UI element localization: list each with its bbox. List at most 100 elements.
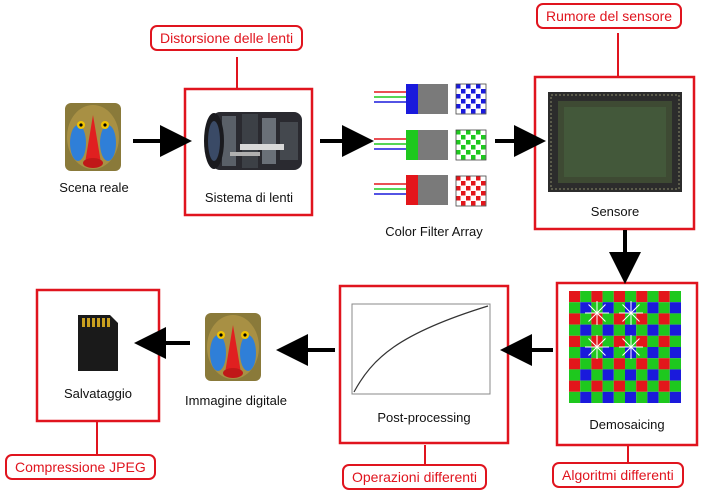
bayer-cell xyxy=(647,291,659,303)
bayer-cell xyxy=(669,335,681,347)
bayer-cell xyxy=(613,313,625,325)
interp-ray xyxy=(630,346,640,356)
cfa-cell xyxy=(456,181,461,186)
cfa-cell xyxy=(481,196,486,201)
bayer-cell xyxy=(669,347,681,359)
bayer-cell xyxy=(602,380,614,392)
cfa-cell xyxy=(456,201,461,206)
bayer-cell xyxy=(658,335,670,347)
cfa-cell xyxy=(476,181,481,186)
bayer-cell xyxy=(569,369,581,381)
cfa-cell xyxy=(456,89,461,94)
bayer-cell xyxy=(636,391,648,403)
cfa-green-row xyxy=(374,130,448,160)
bayer-cell xyxy=(591,358,603,370)
bayer-cell xyxy=(569,335,581,347)
bayer-cell xyxy=(636,380,648,392)
cfa-cell xyxy=(456,145,461,150)
bayer-cell xyxy=(669,291,681,303)
cfa-cell xyxy=(471,140,476,145)
cfa-cell xyxy=(471,176,476,181)
bayer-cell xyxy=(669,324,681,336)
demosaic-label: Demosaicing xyxy=(589,417,665,432)
postproc-curve-plot xyxy=(351,303,491,395)
tag-demosaic-algorithms: Algoritmi differenti xyxy=(552,462,684,488)
bayer-cell xyxy=(647,391,659,403)
demosaic-image xyxy=(569,291,681,403)
cfa-cell xyxy=(466,181,471,186)
digital-label: Immagine digitale xyxy=(185,393,287,408)
cfa-cell xyxy=(456,130,461,135)
cfa-cell xyxy=(466,94,471,99)
cfa-cell xyxy=(456,94,461,99)
bayer-cell xyxy=(602,324,614,336)
bayer-cell xyxy=(647,369,659,381)
cfa-cell xyxy=(461,191,466,196)
bayer-cell xyxy=(591,391,603,403)
cfa-cell xyxy=(471,94,476,99)
bayer-cell xyxy=(625,369,637,381)
bayer-cell xyxy=(658,391,670,403)
bayer-cell xyxy=(580,313,592,325)
interp-ray xyxy=(596,304,606,314)
cfa-cell xyxy=(481,109,486,114)
cfa-grid-border xyxy=(455,175,487,207)
cfa-cell xyxy=(476,135,481,140)
cfa-cell xyxy=(461,145,466,150)
bayer-cell xyxy=(625,324,637,336)
cfa-cell xyxy=(481,150,486,155)
bayer-cell xyxy=(647,347,659,359)
tag-sensor-noise: Rumore del sensore xyxy=(536,3,683,29)
bayer-cell xyxy=(647,380,659,392)
cfa-cell xyxy=(481,181,486,186)
bayer-cell xyxy=(613,324,625,336)
bayer-cell xyxy=(669,358,681,370)
cfa-cell xyxy=(471,135,476,140)
bayer-cell xyxy=(602,313,614,325)
cfa-cell xyxy=(476,130,481,135)
bayer-cell xyxy=(613,380,625,392)
interp-ray xyxy=(596,312,606,322)
bayer-cell xyxy=(636,313,648,325)
cfa-cell xyxy=(476,201,481,206)
digital-image xyxy=(205,313,261,381)
cfa-cell xyxy=(481,176,486,181)
bayer-cell xyxy=(636,358,648,370)
cfa-cell xyxy=(481,84,486,89)
bayer-cell xyxy=(636,324,648,336)
bayer-cell xyxy=(580,380,592,392)
cfa-cell xyxy=(481,155,486,160)
bayer-cell xyxy=(669,369,681,381)
cfa-red-row xyxy=(374,175,448,205)
bayer-cell xyxy=(669,302,681,314)
bayer-cell xyxy=(647,335,659,347)
postproc-label: Post-processing xyxy=(377,410,471,425)
bayer-cell xyxy=(580,369,592,381)
cfa-cell xyxy=(476,104,481,109)
bayer-cell xyxy=(636,302,648,314)
cfa-cell xyxy=(471,186,476,191)
bayer-cell xyxy=(602,358,614,370)
bayer-cell xyxy=(591,369,603,381)
lens-image xyxy=(204,112,302,170)
cfa-cell xyxy=(466,186,471,191)
cfa-cell xyxy=(456,176,461,181)
interp-ray xyxy=(622,338,632,348)
bayer-cell xyxy=(636,347,648,359)
cfa-cell xyxy=(476,109,481,114)
cfa-cell xyxy=(456,150,461,155)
cfa-cell xyxy=(471,196,476,201)
cfa-grid-border xyxy=(455,83,487,115)
bayer-cell xyxy=(647,302,659,314)
cfa-cell xyxy=(481,130,486,135)
cfa-cell xyxy=(481,201,486,206)
cfa-cell xyxy=(456,155,461,160)
bayer-cell xyxy=(580,291,592,303)
interp-ray xyxy=(622,346,632,356)
bayer-cell xyxy=(647,358,659,370)
cfa-cell xyxy=(476,191,481,196)
cfa-cell xyxy=(481,99,486,104)
bayer-cell xyxy=(591,291,603,303)
bayer-cell xyxy=(569,358,581,370)
bayer-cell xyxy=(647,313,659,325)
